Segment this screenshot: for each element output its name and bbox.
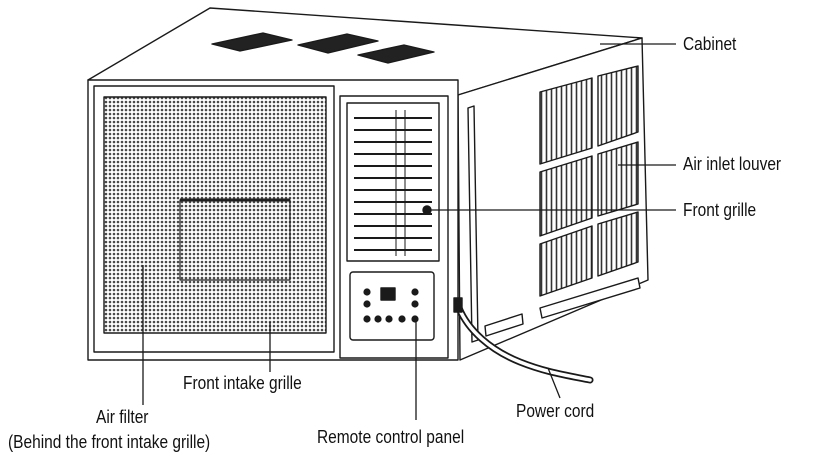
leader-power-cord — [547, 367, 561, 399]
top-vent-3 — [357, 44, 435, 64]
label-air-inlet-louver: Air inlet louver — [683, 154, 782, 174]
front-grille-slats — [354, 117, 432, 251]
label-cabinet: Cabinet — [683, 34, 737, 54]
top-vent-1 — [211, 32, 293, 52]
label-power-cord: Power cord — [516, 401, 595, 421]
leader-lines — [142, 43, 676, 420]
label-front-intake-grille: Front intake grille — [183, 373, 302, 393]
label-air-filter-note: (Behind the front intake grille) — [8, 432, 211, 452]
top-vent-2 — [297, 33, 379, 54]
air-inlet-louver — [539, 65, 639, 297]
front-intake-grille — [103, 96, 327, 334]
label-front-grille: Front grille — [683, 200, 757, 220]
control-buttons — [363, 288, 419, 323]
control-display — [380, 287, 396, 301]
remote-control-panel — [349, 271, 435, 341]
label-remote-control-panel: Remote control panel — [317, 427, 465, 447]
label-air-filter: Air filter — [96, 407, 149, 427]
